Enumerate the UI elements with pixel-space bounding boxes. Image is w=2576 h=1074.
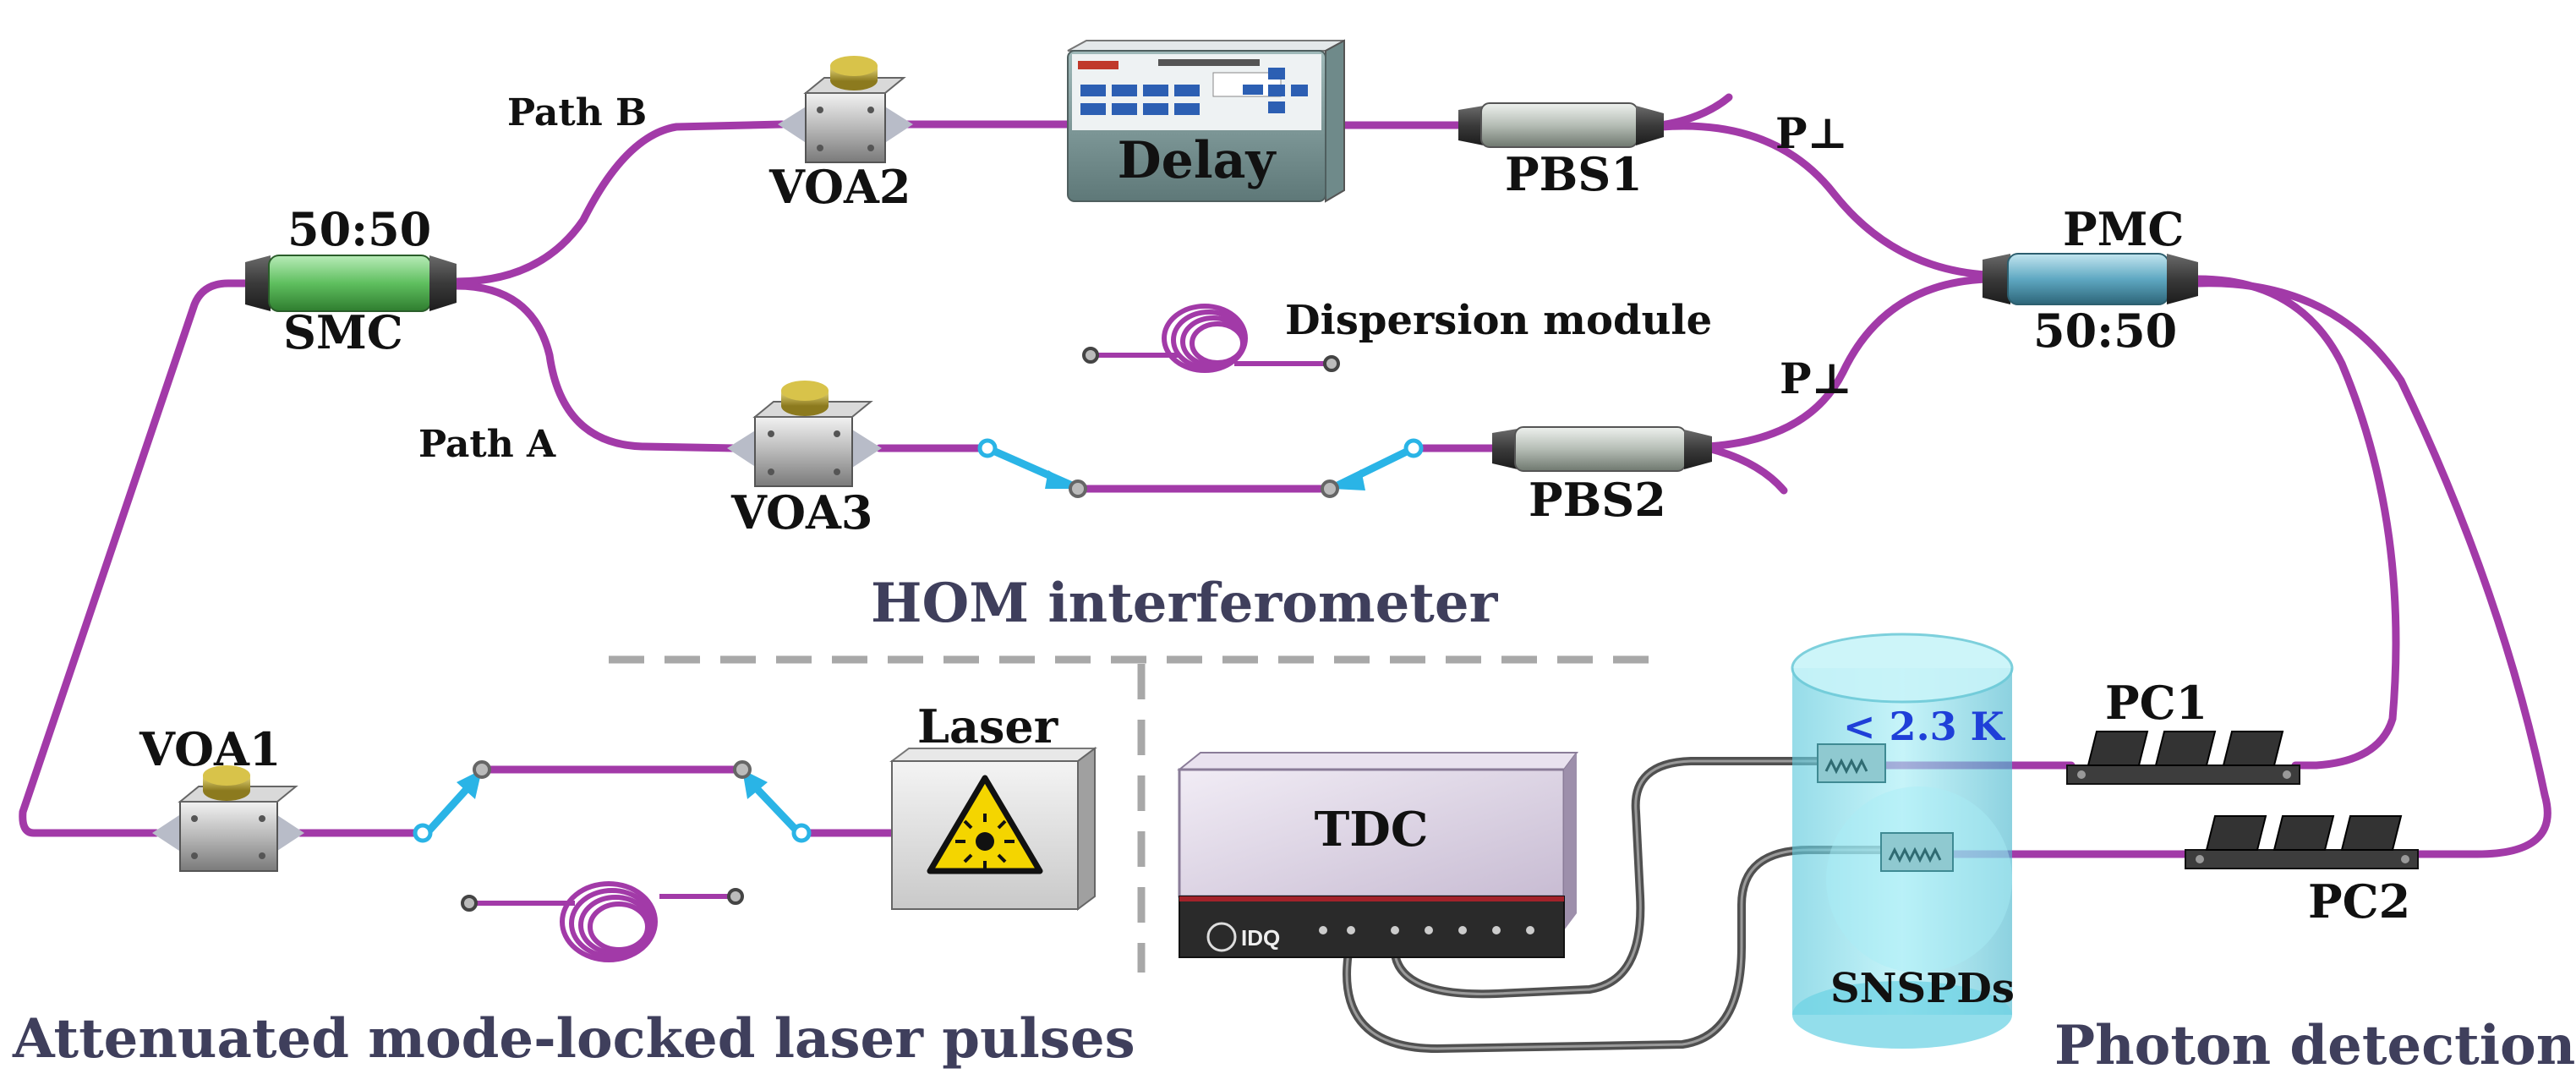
voa1-attenuator bbox=[152, 765, 304, 872]
path-b-label: Path B bbox=[507, 91, 647, 134]
fiber-pbs1-tail-up bbox=[1657, 93, 1733, 129]
fiber-pbs2-to-pmc bbox=[1704, 275, 1991, 451]
laser-dispersion-coil bbox=[461, 881, 744, 962]
dispersion-module-coil bbox=[1082, 304, 1340, 373]
voa3-attenuator bbox=[727, 381, 882, 487]
pbs2-label: PBS2 bbox=[1529, 473, 1666, 527]
pmc-ratio-label: 50:50 bbox=[2033, 304, 2177, 358]
fiber-pmc-to-pc2 bbox=[2194, 279, 2551, 858]
photon-detection-title: Photon detection bbox=[2054, 1014, 2575, 1074]
pbs1-label: PBS1 bbox=[1505, 147, 1643, 201]
laser-label: Laser bbox=[917, 699, 1058, 753]
fiber-pbs1-to-pmc bbox=[1657, 122, 1991, 279]
temperature-label: < 2.3 K bbox=[1843, 704, 2006, 749]
section-dividers bbox=[609, 655, 1657, 973]
pc2-label: PC2 bbox=[2308, 874, 2410, 929]
smc-coupler bbox=[245, 255, 457, 312]
pmc-coupler bbox=[1983, 253, 2198, 305]
voa3-label: VOA3 bbox=[730, 485, 872, 540]
snspds-label: SNSPDs bbox=[1830, 965, 2015, 1012]
laser-pulses-title: Attenuated mode-locked laser pulses bbox=[12, 1007, 1135, 1071]
fiber-pbs2-tail-down bbox=[1704, 444, 1788, 495]
pbs2-splitter bbox=[1492, 426, 1712, 472]
laser-source bbox=[889, 747, 1097, 911]
optical-fibers bbox=[19, 93, 2551, 858]
delay-line-instrument: Delay bbox=[1067, 39, 1345, 203]
pc1-polarization-controller bbox=[2066, 731, 2300, 785]
p-perp-bottom-label: P⊥ bbox=[1780, 353, 1852, 403]
pc2-polarization-controller bbox=[2185, 815, 2419, 869]
delay-label: Delay bbox=[1118, 131, 1277, 190]
coax-cables bbox=[1343, 757, 1890, 1054]
dispersion-module-label: Dispersion module bbox=[1285, 297, 1712, 344]
tdc-label: TDC bbox=[1315, 802, 1429, 858]
voa2-attenuator bbox=[778, 56, 913, 163]
hom-interferometer-title: HOM interferometer bbox=[871, 572, 1499, 635]
pc1-label: PC1 bbox=[2105, 676, 2207, 730]
fiber-path-a bbox=[452, 282, 740, 452]
snspd-detector-1 bbox=[1817, 743, 1886, 783]
snspd-cryostat bbox=[1791, 633, 2014, 1049]
path-a-label: Path A bbox=[418, 423, 556, 466]
pmc-label: PMC bbox=[2063, 202, 2184, 256]
smc-ratio-label: 50:50 bbox=[287, 202, 431, 256]
voa1-label: VOA1 bbox=[139, 722, 281, 776]
pbs1-splitter bbox=[1458, 102, 1664, 148]
collimator-arrows bbox=[413, 438, 1424, 843]
tdc-brand-logo: IDQ bbox=[1241, 925, 1280, 951]
fiber-voa1-to-smc bbox=[19, 279, 249, 837]
fiber-pmc-to-pc1 bbox=[2194, 275, 2400, 770]
smc-label: SMC bbox=[283, 305, 403, 359]
p-perp-top-label: P⊥ bbox=[1775, 108, 1848, 158]
snspd-detector-2 bbox=[1880, 832, 1954, 872]
voa2-label: VOA2 bbox=[768, 160, 911, 214]
fiber-path-b bbox=[452, 120, 786, 286]
tdc-instrument: TDC IDQ bbox=[1177, 752, 1578, 958]
